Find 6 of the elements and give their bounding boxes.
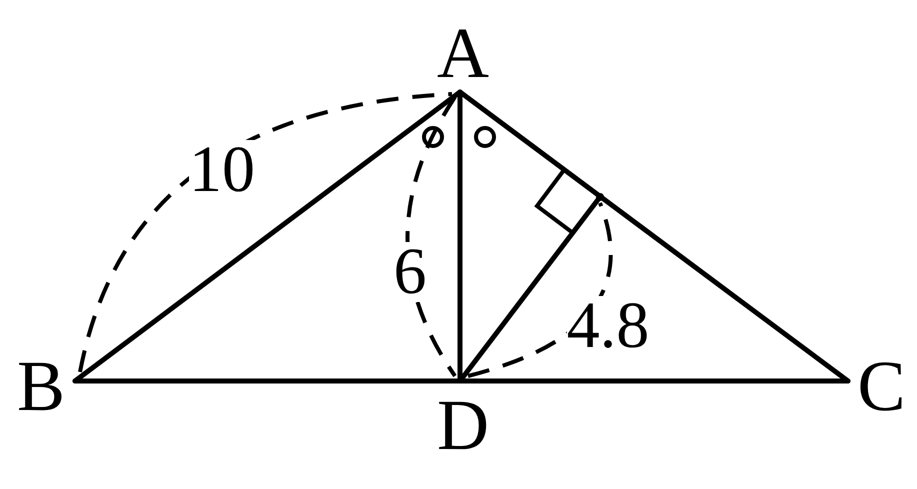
length-label: 6 (394, 242, 426, 302)
foot-point (596, 193, 604, 201)
vertex-label: D (434, 379, 492, 471)
vertex-label: A (434, 12, 492, 94)
vertex-label: C (846, 350, 917, 422)
vertex-label: B (4, 350, 78, 422)
